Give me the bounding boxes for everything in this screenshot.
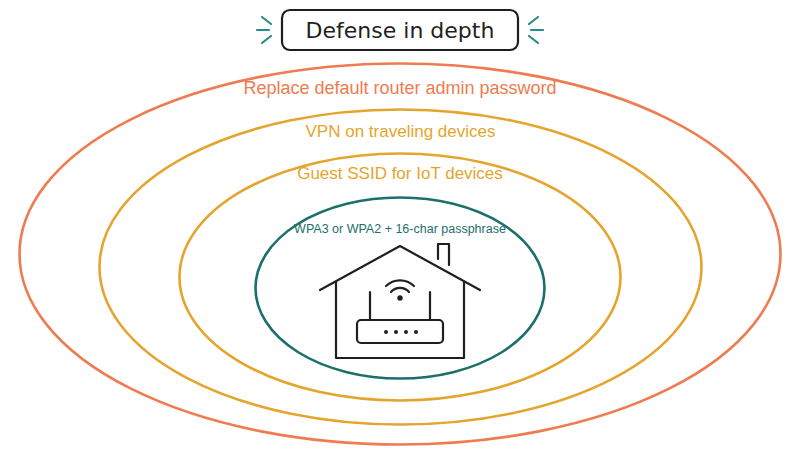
ring-outline — [178, 152, 622, 402]
ring-ellipse — [100, 110, 702, 425]
router-antenna — [429, 292, 431, 320]
ring-outline — [18, 62, 782, 446]
house-chimney — [438, 244, 449, 265]
wifi-dot — [398, 296, 401, 299]
house-roof — [320, 246, 480, 290]
wifi-arc — [386, 280, 414, 286]
ring-label: Replace default router admin password — [18, 78, 782, 99]
router-antenna — [369, 292, 371, 320]
router-body — [357, 320, 443, 343]
ring-label: Guest SSID for IoT devices — [178, 164, 622, 184]
defense-ring: VPN on traveling devicesGuest SSID for I… — [98, 108, 703, 426]
router-lights — [384, 330, 418, 334]
ring-ellipse — [180, 154, 621, 401]
ring-label: WPA3 or WPA2 + 16-char passphrase — [254, 222, 546, 236]
defense-ring: Replace default router admin passwordVPN… — [18, 62, 782, 446]
wifi-arc — [391, 288, 409, 292]
diagram-title: Defense in depth — [282, 10, 518, 50]
title-frame — [282, 10, 518, 50]
defense-ring: Guest SSID for IoT devicesWPA3 or WPA2 +… — [178, 152, 622, 402]
house-walls — [336, 282, 464, 358]
ring-label: VPN on traveling devices — [98, 122, 703, 142]
defense-ring: WPA3 or WPA2 + 16-char passphrase — [254, 196, 546, 380]
ring-ellipse — [20, 64, 781, 445]
